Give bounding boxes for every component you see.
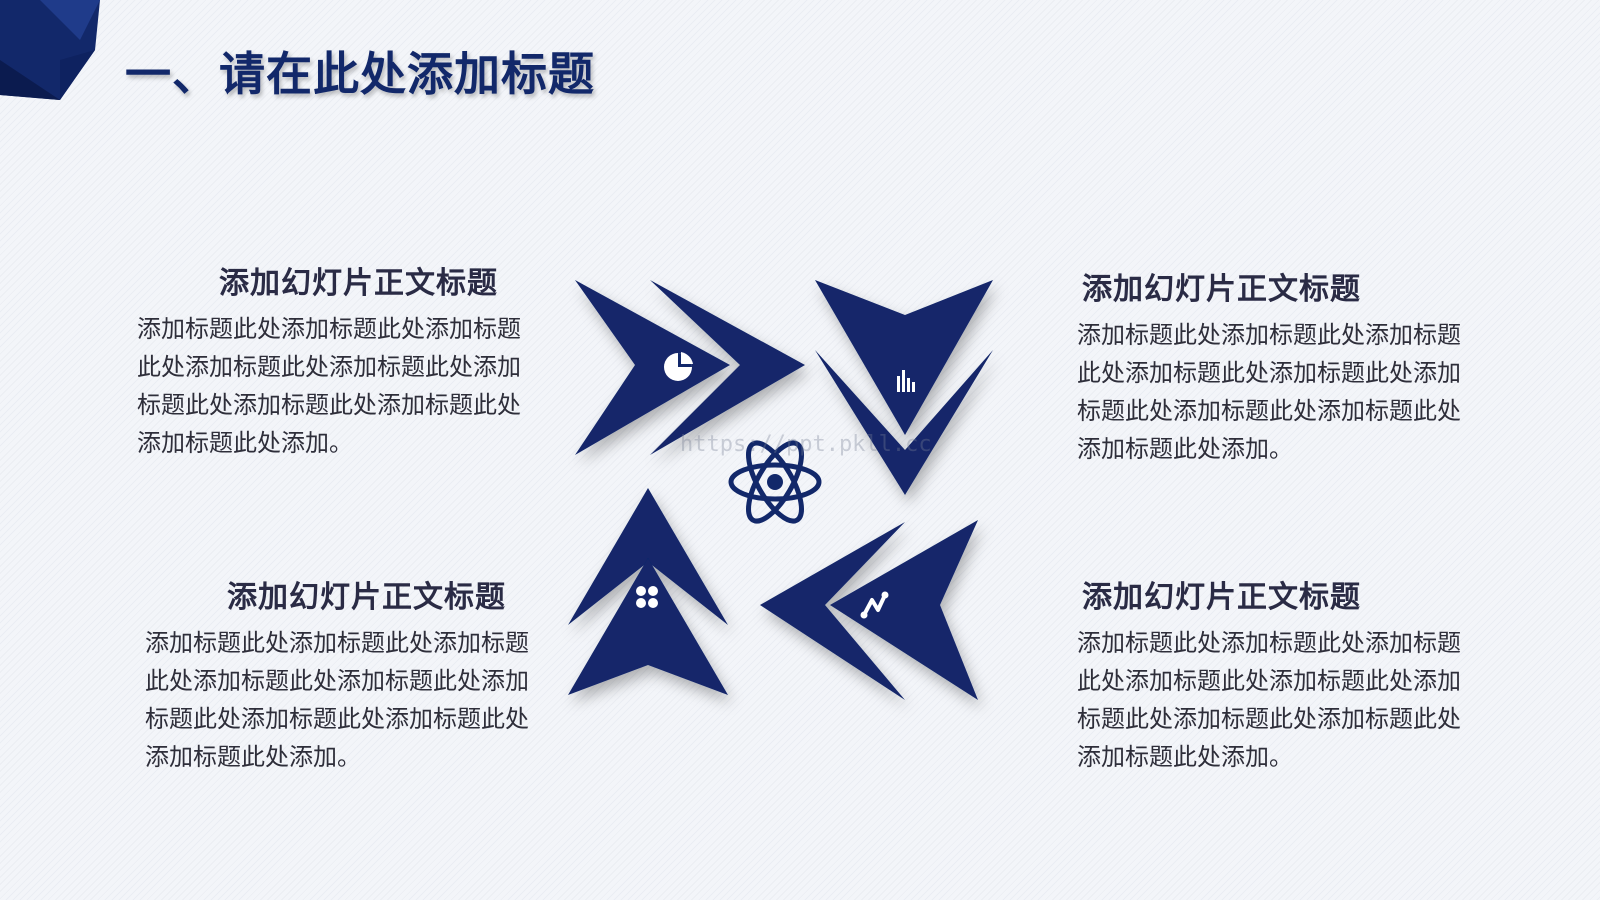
- block-body: 添加标题此处添加标题此处添加标题此处添加标题此处添加标题此处添加标题此处添加标题…: [145, 629, 529, 771]
- block-body: 添加标题此处添加标题此处添加标题此处添加标题此处添加标题此处添加标题此处添加标题…: [137, 315, 521, 457]
- block-heading: 添加幻灯片正文标题: [227, 580, 506, 615]
- line-chart-icon: [860, 591, 889, 619]
- arrow-right-shape: [575, 280, 805, 455]
- four-dots-icon: [636, 586, 658, 608]
- bar-chart-icon: [897, 370, 915, 392]
- pie-chart-icon: [664, 352, 693, 381]
- block-body: 添加标题此处添加标题此处添加标题此处添加标题此处添加标题此处添加标题此处添加标题…: [1077, 321, 1461, 463]
- arrow-left-shape: [760, 520, 978, 700]
- atom-icon: [728, 440, 822, 524]
- block-heading: 添加幻灯片正文标题: [1082, 272, 1361, 307]
- text-block-top-left: 添加幻灯片正文标题 添加标题此处添加标题此处添加标题此处添加标题此处添加标题此处…: [137, 258, 557, 462]
- text-block-top-right: 添加幻灯片正文标题 添加标题此处添加标题此处添加标题此处添加标题此处添加标题此处…: [1077, 264, 1497, 468]
- text-block-bottom-left: 添加幻灯片正文标题 添加标题此处添加标题此处添加标题此处添加标题此处添加标题此处…: [145, 572, 565, 776]
- text-block-bottom-right: 添加幻灯片正文标题 添加标题此处添加标题此处添加标题此处添加标题此处添加标题此处…: [1077, 572, 1497, 776]
- block-heading: 添加幻灯片正文标题: [1082, 580, 1361, 615]
- corner-logo: [0, 0, 100, 100]
- arrow-diagram: [568, 280, 993, 700]
- page-title: 一、请在此处添加标题: [125, 47, 595, 101]
- arrow-down-shape: [815, 280, 993, 495]
- arrow-up-shape: [568, 488, 728, 695]
- watermark: https://ppt.pkll.cc: [680, 432, 932, 457]
- block-heading: 添加幻灯片正文标题: [219, 266, 498, 301]
- block-body: 添加标题此处添加标题此处添加标题此处添加标题此处添加标题此处添加标题此处添加标题…: [1077, 629, 1461, 771]
